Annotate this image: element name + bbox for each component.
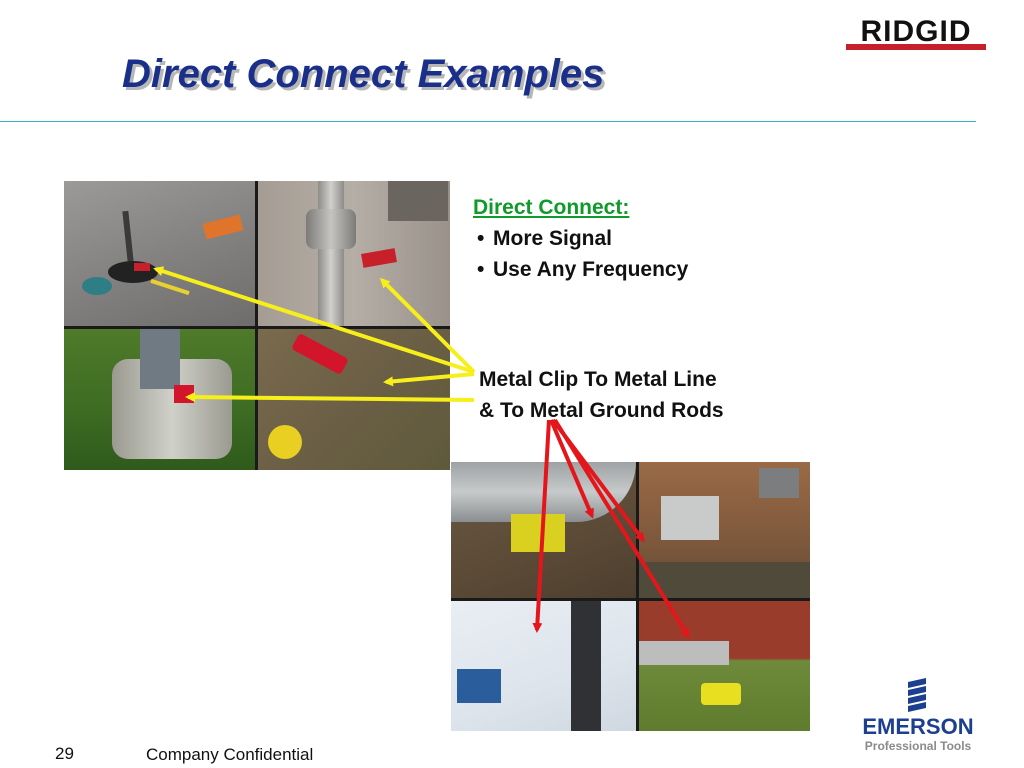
bullet-text: Use Any Frequency — [493, 258, 689, 281]
photo-yellow-transmitter — [451, 462, 636, 598]
photo-grass-transmitter — [639, 601, 810, 731]
emerson-mark-icon — [908, 678, 926, 712]
page-number: 29 — [55, 744, 74, 763]
clip-label-line: & To Metal Ground Rods — [479, 399, 724, 422]
photo-leaves-clip — [258, 329, 450, 470]
clip-label: Metal Clip To Metal Line & To Metal Grou… — [479, 364, 724, 426]
clip-label-line: Metal Clip To Metal Line — [479, 368, 717, 391]
emerson-logo: EMERSON Professional Tools — [862, 678, 974, 753]
photo-meter-box-clip — [64, 329, 255, 470]
ridgid-logo: RIDGID — [846, 15, 986, 50]
bullet-marker: • — [477, 227, 485, 250]
bullet-list: Direct Connect: • More Signal • Use Any Fr… — [473, 192, 688, 285]
photo-snow-transmitter — [451, 601, 636, 731]
confidential-note: Company Confidential — [146, 745, 314, 764]
slide-title: Direct Connect Examples — [122, 52, 605, 96]
photo-gas-pipe-clip — [258, 181, 450, 326]
ridgid-logo-text: RIDGID — [861, 15, 972, 48]
photo-brick-transmitter — [639, 462, 810, 598]
bullet-marker: • — [477, 258, 485, 281]
bullet-item: • Use Any Frequency — [473, 254, 688, 285]
photo-grid-clips — [64, 181, 450, 470]
title-divider — [0, 121, 976, 122]
photo-asphalt-clip — [64, 181, 255, 326]
emerson-logo-text: EMERSON — [862, 714, 973, 739]
emerson-tagline: Professional Tools — [865, 739, 972, 753]
bullet-text: More Signal — [493, 227, 613, 250]
bullet-item: • More Signal — [473, 223, 688, 254]
photo-grid-equipment — [451, 462, 810, 731]
bullet-header: Direct Connect: — [473, 196, 630, 219]
